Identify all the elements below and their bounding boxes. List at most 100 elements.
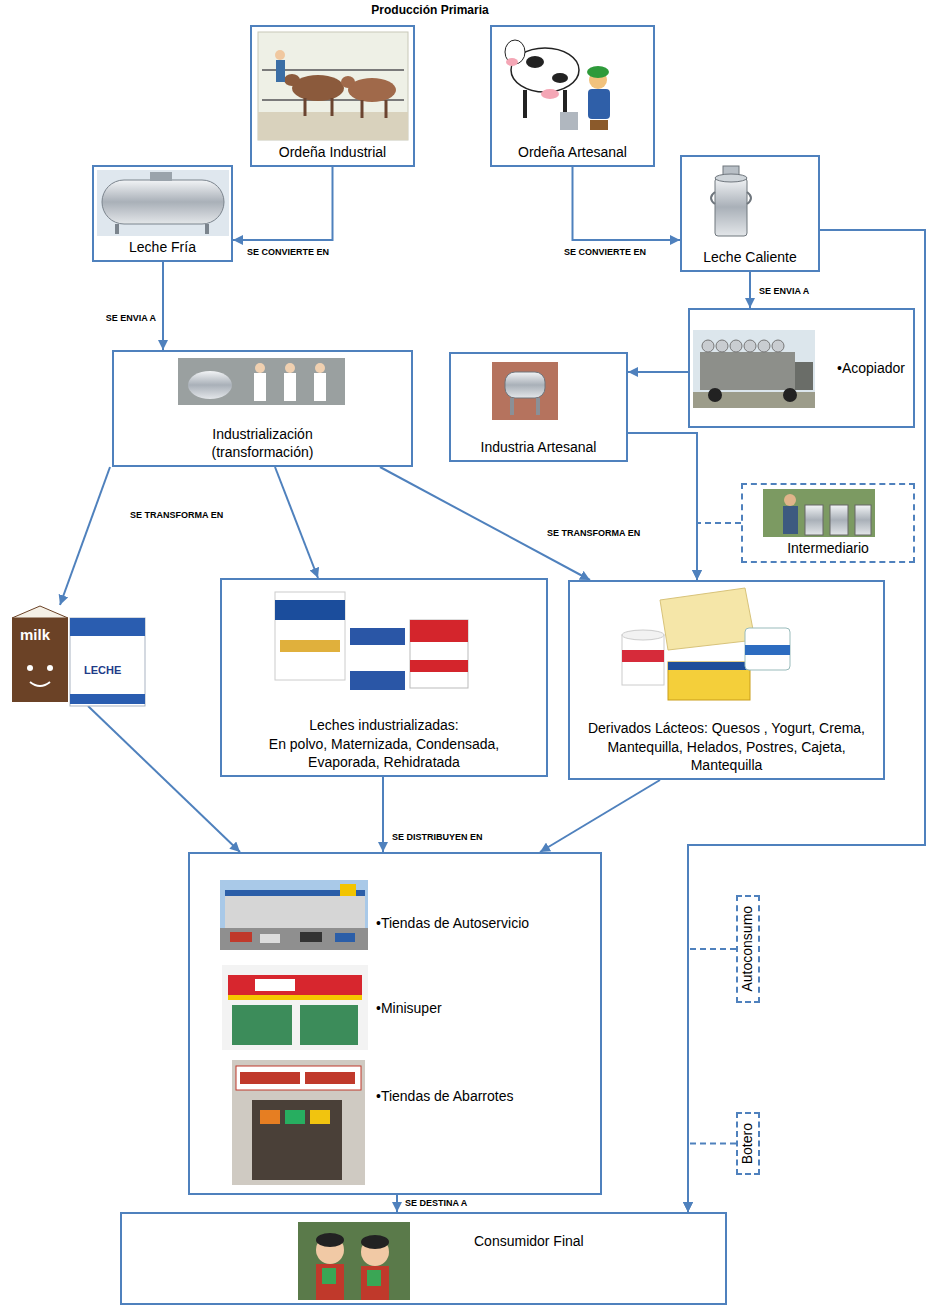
supermarket-picture	[220, 880, 368, 950]
milking-parlor-picture	[258, 32, 408, 140]
factory-picture	[254, 373, 266, 401]
flow-arrow	[573, 167, 681, 240]
process-box: Derivados Lácteos: Quesos , Yogurt, Crem…	[568, 580, 885, 780]
grocery-store-picture	[260, 1110, 280, 1124]
flow-arrow	[382, 777, 384, 852]
edge-label-holder: SE TRANSFORMA EN	[128, 510, 225, 521]
dairy-products-picture	[622, 588, 790, 700]
process-box: Ordeña Industrial	[250, 25, 415, 167]
process-box: Industria Artesanal	[449, 352, 628, 462]
dashed-arrow	[688, 949, 736, 1212]
middleman-picture	[855, 505, 871, 535]
milk-carton-picture	[30, 682, 50, 686]
edge-label: SE TRANSFORMA EN	[128, 510, 225, 521]
grocery-store-picture	[232, 1060, 365, 1185]
flow-arrow	[162, 262, 164, 350]
node-text: Leche Caliente	[703, 248, 796, 266]
milking-parlor-picture	[304, 98, 307, 116]
node-text: Ordeña Artesanal	[518, 143, 627, 161]
convenience-store-picture	[300, 1005, 358, 1045]
node-text: Ordeña Industrial	[279, 143, 386, 161]
collection-truck-picture	[708, 388, 722, 402]
milking-parlor-picture	[258, 32, 408, 140]
title-holder: Producción Primaria	[371, 3, 488, 17]
cooling-tank-picture	[150, 172, 172, 181]
node-text: Industria Artesanal	[481, 438, 597, 456]
milking-parlor-picture	[385, 100, 388, 118]
hand-milking-picture	[541, 89, 559, 99]
factory-picture	[255, 363, 265, 373]
middleman-picture	[830, 505, 848, 535]
milk-carton-picture	[12, 618, 68, 702]
dairy-products-picture	[745, 628, 790, 670]
dashed-box: Autoconsumo	[736, 895, 760, 1003]
edge-label-holder: SE CONVIERTE EN	[245, 247, 331, 258]
collection-truck-picture	[744, 340, 756, 352]
collection-truck-picture	[730, 340, 742, 352]
hand-milking-picture	[588, 89, 610, 119]
convenience-store-picture	[255, 979, 295, 991]
grocery-store-picture	[305, 1072, 355, 1084]
flow-arrow	[88, 706, 240, 852]
grocery-store-picture	[285, 1110, 305, 1124]
grocery-store-picture	[252, 1100, 342, 1180]
milk-carton-picture	[12, 606, 145, 706]
node-text: Industrialización (transformación)	[183, 425, 343, 461]
dairy-products-picture	[668, 662, 750, 670]
collection-truck-picture	[693, 330, 815, 408]
convenience-store-picture	[222, 965, 368, 1050]
node-text: Derivados Lácteos: Quesos , Yogurt, Crem…	[577, 719, 877, 774]
supermarket-picture	[220, 880, 368, 950]
milk-cans-picture	[350, 628, 405, 690]
milk-cans-picture	[275, 600, 345, 620]
supermarket-picture	[230, 932, 252, 942]
edge-label-holder: SE DISTRIBUYEN EN	[390, 832, 485, 843]
process-box: Leches industrializadas:En polvo, Matern…	[220, 578, 548, 777]
cooling-tank-picture	[102, 180, 224, 224]
dairy-products-picture	[622, 630, 664, 640]
edge-label-holder: SE ENVIA A	[757, 286, 811, 297]
edge-label: SE ENVIA A	[104, 313, 158, 324]
hand-milking-picture	[587, 66, 609, 78]
grocery-store-picture	[310, 1110, 330, 1124]
flow-arrow	[233, 167, 333, 240]
node-text: •Tiendas de Autoservicio	[376, 914, 529, 932]
supermarket-picture	[225, 893, 365, 928]
dairy-products-picture	[622, 635, 664, 685]
children-picture	[298, 1222, 410, 1300]
milk-cans-picture	[410, 620, 468, 688]
cooling-tank-picture	[205, 224, 209, 234]
milk-carton-picture	[70, 618, 145, 706]
node-text: Leche Fría	[129, 238, 196, 256]
middleman-picture	[763, 489, 875, 537]
collection-truck-picture	[758, 340, 770, 352]
milk-carton-picture	[12, 606, 68, 618]
dashed-arrow	[688, 1144, 736, 1213]
process-box: •Acopiador	[688, 308, 915, 428]
factory-picture	[178, 358, 345, 405]
milk-can-picture	[711, 192, 715, 204]
grocery-store-picture	[240, 1072, 300, 1084]
hand-milking-picture	[552, 73, 568, 83]
cooling-tank-picture	[97, 170, 229, 236]
children-picture	[316, 1233, 344, 1247]
process-box: Leche Fría	[92, 165, 233, 262]
factory-picture	[315, 363, 325, 373]
edge-label-holder: SE CONVIERTE EN	[562, 247, 648, 258]
collection-truck-picture	[700, 352, 795, 390]
supermarket-picture	[300, 932, 322, 942]
collection-truck-picture	[716, 340, 728, 352]
milking-parlor-picture	[284, 74, 300, 86]
milk-carton-picture	[70, 694, 145, 704]
flow-arrow	[749, 272, 751, 308]
milk-cans-picture	[280, 640, 340, 652]
milk-cans-picture	[350, 645, 405, 671]
flow-arrow	[628, 433, 697, 580]
node-text: •Tiendas de Abarrotes	[376, 1087, 513, 1105]
milk-cans-picture	[410, 620, 468, 642]
milk-can-picture	[711, 166, 751, 236]
edge-label-holder: SE TRANSFORMA EN	[545, 528, 642, 539]
cooling-tank-picture	[97, 170, 229, 236]
flow-arrow	[380, 467, 590, 580]
dashed-box: Botero	[736, 1112, 760, 1175]
